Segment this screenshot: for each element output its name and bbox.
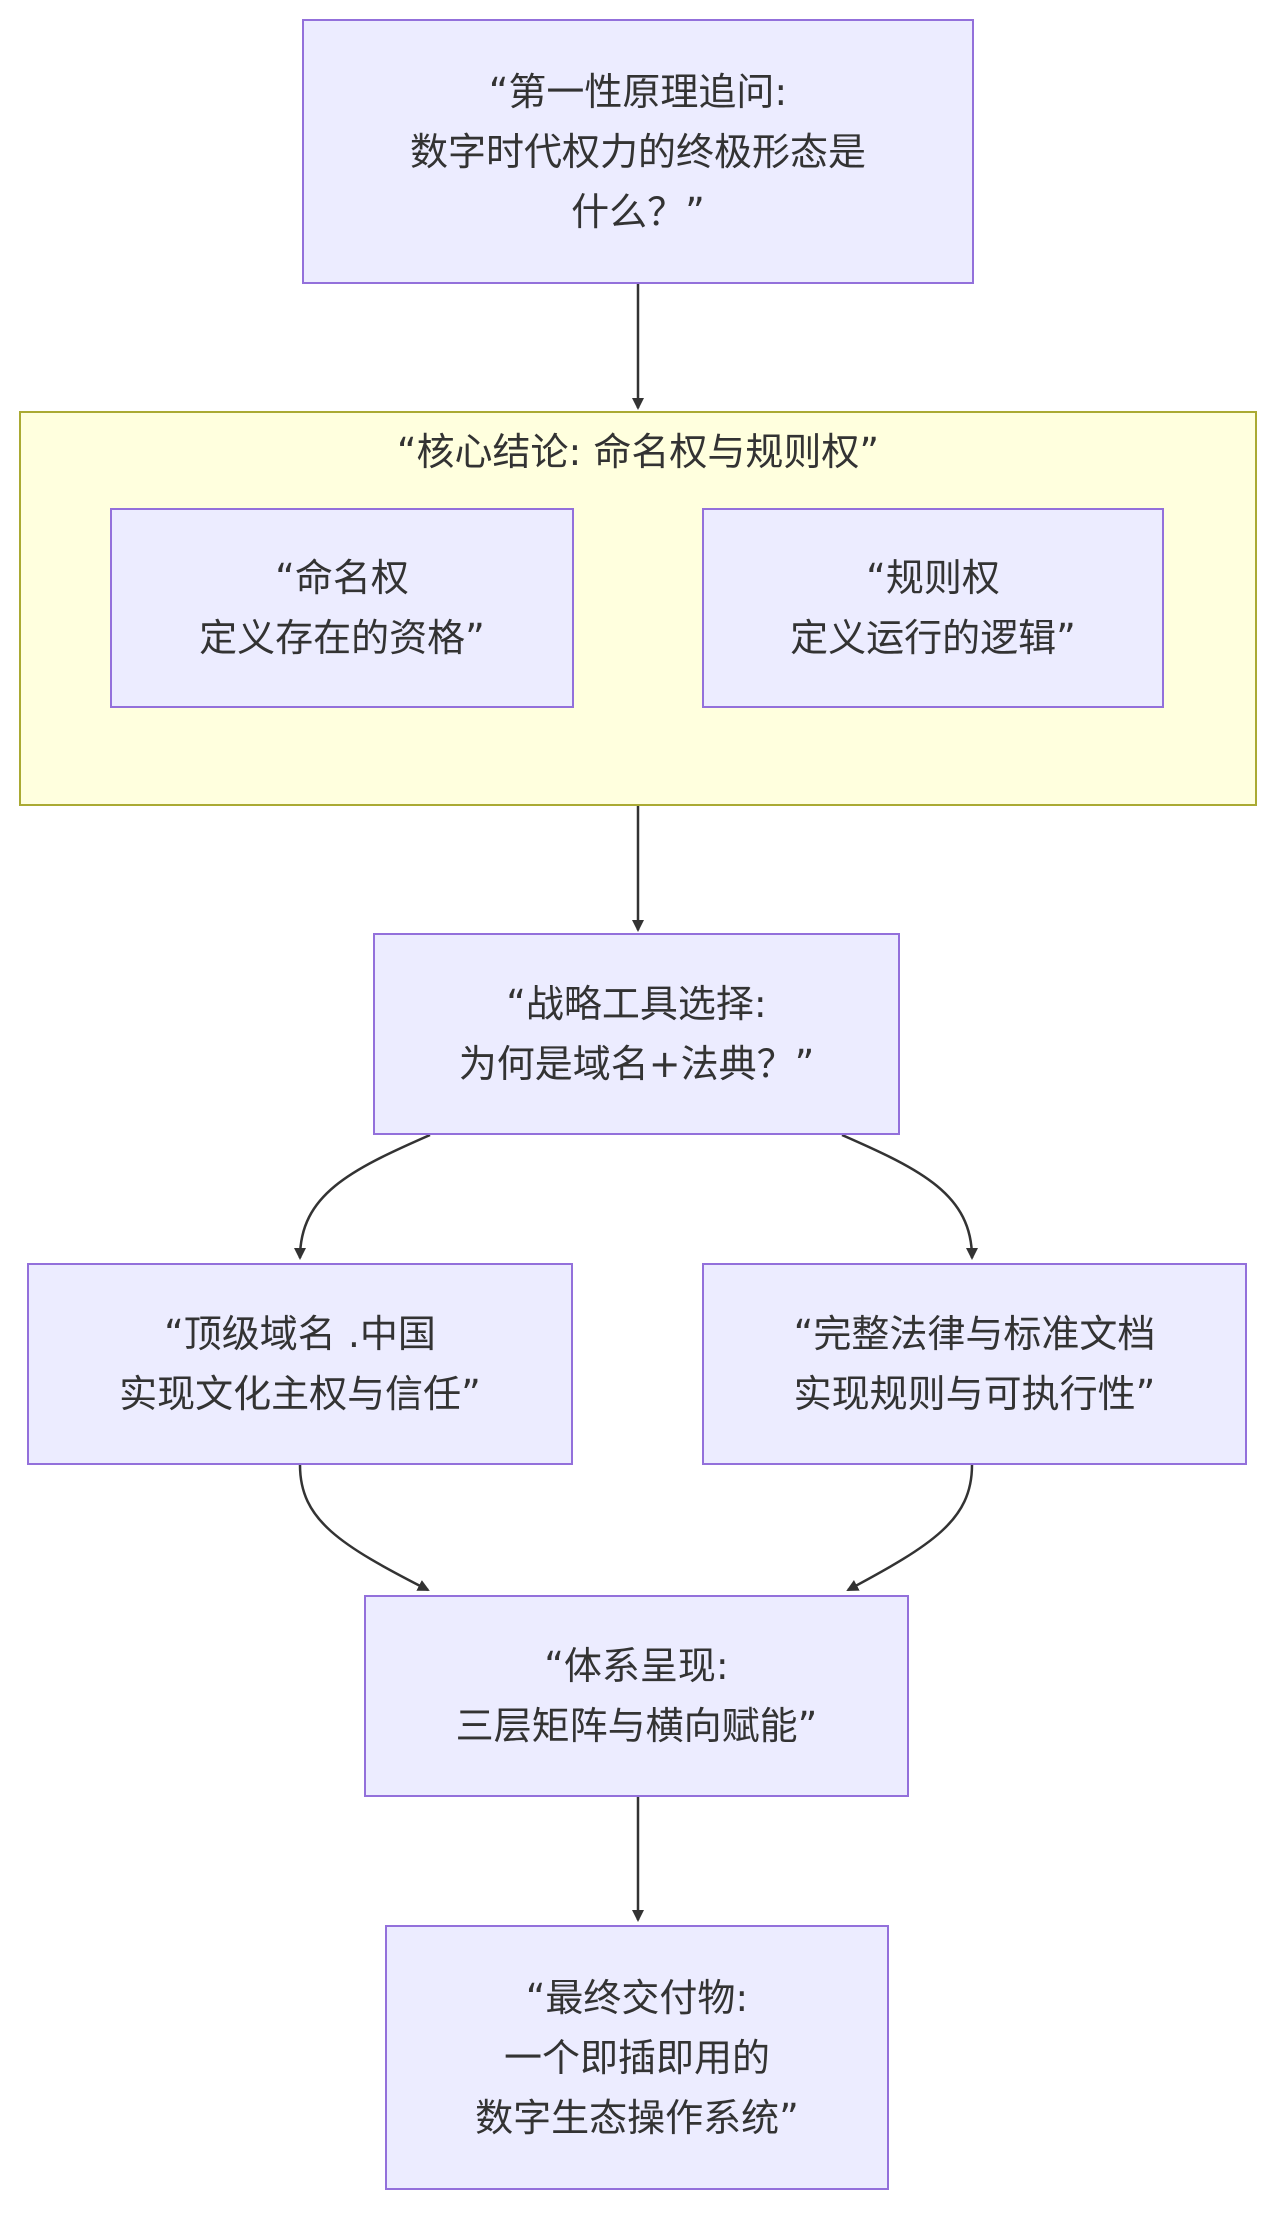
domain-line-1: “顶级域名 .中国 bbox=[164, 1312, 436, 1356]
rule-right-node: “规则权 定义运行的逻辑” bbox=[702, 508, 1164, 708]
law-node: “完整法律与标准文档 实现规则与可执行性” bbox=[702, 1263, 1247, 1465]
domain-node: “顶级域名 .中国 实现文化主权与信任” bbox=[27, 1263, 573, 1465]
naming-right-node: “命名权 定义存在的资格” bbox=[110, 508, 574, 708]
law-line-1: “完整法律与标准文档 bbox=[793, 1312, 1156, 1356]
system-node: “体系呈现: 三层矩阵与横向赋能” bbox=[364, 1595, 909, 1797]
naming-line-1: “命名权 bbox=[275, 556, 409, 600]
edge-strategy-to-domain bbox=[294, 1133, 431, 1260]
edge-strategy-to-law bbox=[841, 1133, 978, 1260]
question-node: “第一性原理追问: 数字时代权力的终极形态是 什么？” bbox=[302, 19, 974, 284]
system-line-1: “体系呈现: bbox=[544, 1644, 729, 1688]
deliverable-line-3: 数字生态操作系统” bbox=[475, 2095, 799, 2140]
edge-domain-to-system bbox=[298, 1464, 430, 1592]
strategy-line-1: “战略工具选择: bbox=[506, 982, 767, 1026]
edge-law-to-system bbox=[846, 1464, 974, 1592]
core-conclusion-cluster: “核心结论: 命名权与规则权” bbox=[19, 411, 1257, 806]
deliverable-line-1: “最终交付物: bbox=[525, 1975, 749, 2020]
strategy-line-2: 为何是域名+法典？” bbox=[458, 1042, 815, 1086]
question-line-3: 什么？” bbox=[571, 189, 705, 234]
question-line-2: 数字时代权力的终极形态是 bbox=[409, 129, 866, 174]
law-line-2: 实现规则与可执行性” bbox=[793, 1372, 1156, 1416]
rules-line-2: 定义运行的逻辑” bbox=[790, 616, 1076, 660]
domain-line-2: 实现文化主权与信任” bbox=[119, 1372, 481, 1416]
naming-line-2: 定义存在的资格” bbox=[199, 616, 485, 660]
system-line-2: 三层矩阵与横向赋能” bbox=[455, 1704, 818, 1748]
cluster-title: “核心结论: 命名权与规则权” bbox=[396, 430, 880, 474]
strategy-node: “战略工具选择: 为何是域名+法典？” bbox=[373, 933, 900, 1135]
rules-line-1: “规则权 bbox=[866, 556, 1000, 600]
deliverable-node: “最终交付物: 一个即插即用的 数字生态操作系统” bbox=[385, 1925, 889, 2190]
deliverable-line-2: 一个即插即用的 bbox=[503, 2035, 770, 2080]
question-line-1: “第一性原理追问: bbox=[488, 69, 788, 114]
